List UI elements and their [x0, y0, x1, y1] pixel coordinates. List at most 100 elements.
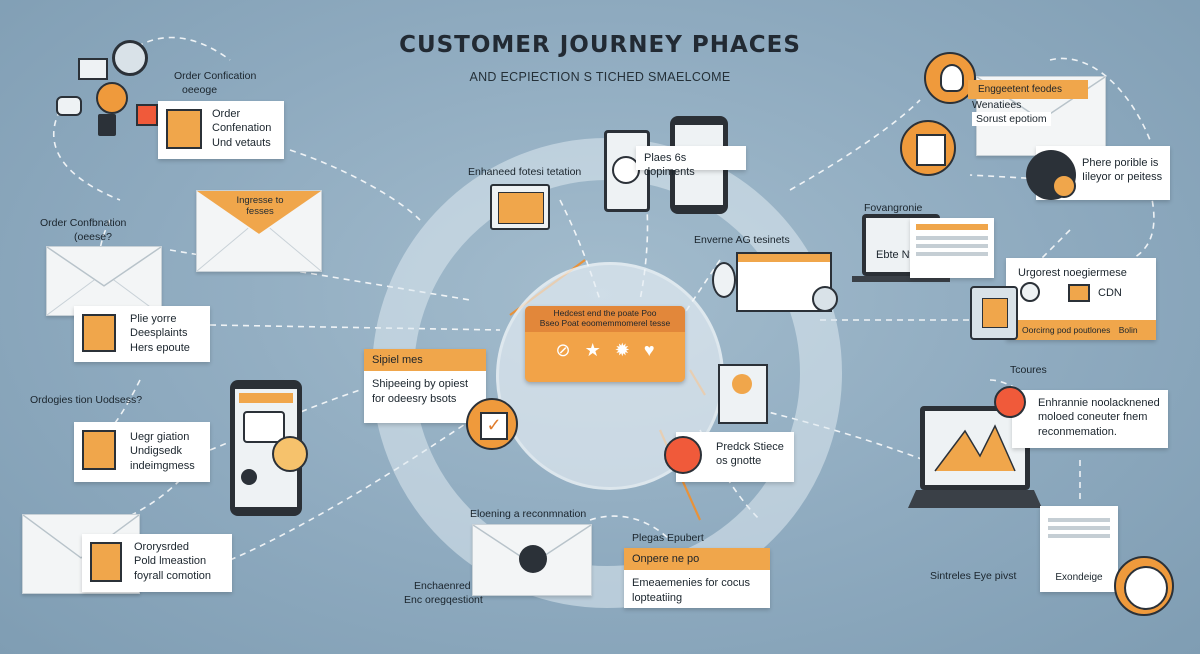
urgorest-card: Urgorest noegiermese CDN Oorcirng pod po… [1006, 258, 1156, 340]
enhanced-rec-line-3: reconmemation. [1038, 425, 1117, 438]
shipping-header: Sipiel mes [364, 349, 486, 372]
hub-icons: ⊘ ★ ✹ ♥ [525, 340, 685, 361]
chart-icon [78, 58, 108, 80]
phere-text: Phere porible is Iileyor or peitess [1082, 156, 1162, 185]
label-enhanced-ad: Enverne AG tesinets [694, 234, 790, 246]
order-confirmation-card: Order Confenation Und vetauts [158, 101, 284, 159]
predck-line-2: os gnotte [716, 455, 762, 468]
onpere-card: Onpere ne po Emeaemenies for cocus lopte… [624, 548, 770, 608]
laptop-bottom-screen [920, 406, 1030, 490]
enhanced-rec-line-1: Enhrannie noolacknened [1038, 397, 1160, 409]
magnifier-icon [112, 40, 148, 76]
document-circle-icon [900, 120, 956, 176]
cart-icon [1068, 284, 1090, 302]
plie-line-1: Plie yorre [130, 313, 177, 325]
ororysded-card: Ororysrded Pold lmeastion foyrall comoti… [82, 534, 232, 592]
chat-bubble-icon [56, 96, 82, 116]
lightbulb-circle-icon [924, 52, 976, 104]
label-endless-engagement-2: Enc oregqestiont [404, 594, 483, 606]
engagement-card: Enggeetent feodes Wenatiees Sorust epoti… [968, 80, 1088, 132]
predck-card: Predck Stiece os gnotte [664, 432, 794, 482]
label-orders-address: Ordogies tion Uodsess? [30, 394, 143, 406]
label-eloening-reco: Eloening a reconmnation [470, 508, 587, 520]
shipping-card: Sipiel mes Shipeeing by opiest for odees… [364, 349, 486, 423]
worker-avatar-icon [90, 542, 122, 582]
check-circle-icon: ⊘ [555, 339, 571, 360]
label-fovangronte: Fovangronie [864, 202, 923, 214]
shipping-line-1: Shipeeing by opiest [372, 378, 469, 391]
document-icon [98, 114, 116, 136]
plie-line-3: Hers epoute [130, 341, 190, 354]
fovangronte-list-card [910, 218, 994, 278]
label-tl-order-sub: oeeoge [182, 84, 218, 96]
upgration-line-3: indeimgmess [130, 459, 195, 472]
ororysded-line-3: foyrall comotion [134, 569, 212, 582]
order-conf-line-2: Confenation [212, 122, 272, 135]
urgorest-footer: Oorcirng pod poutlones Bolin [1006, 320, 1156, 340]
label-order-conf-left-sub: (oeese? [74, 231, 112, 243]
order-conf-line-3: Und vetauts [212, 136, 271, 149]
upgration-card: Uegr giation Undigsedk indeimgmess [74, 422, 210, 482]
predck-text: Predck Stiece os gnotte [716, 440, 784, 469]
urgorest-foot-1: Oorcirng pod poutlones [1022, 325, 1111, 335]
ororysded-text: Ororysrded Pold lmeastion foyrall comoti… [134, 540, 211, 583]
pie-chart-icon [96, 82, 128, 114]
envelope-ingresse: Ingresse to fesses [196, 190, 322, 272]
lightbulb-icon [612, 156, 640, 184]
engagement-header: Enggeetent feodes [968, 80, 1088, 99]
order-conf-text: Order Confenation Und vetauts [212, 107, 271, 150]
engagement-line-1: Wenatiees [972, 99, 1022, 111]
label-sintreles: Sintreles Eye pivst [930, 570, 1017, 582]
urgorest-foot-2: Bolin [1118, 325, 1138, 335]
upgration-line-2: Undigsedk [130, 445, 182, 458]
onpere-header: Onpere ne po [624, 548, 770, 571]
wifi-icon [1020, 282, 1040, 302]
speaker-icon [712, 262, 736, 298]
onpere-body: Emeaemenies for cocus lopteatiing [624, 570, 770, 611]
shopping-basket-icon [82, 430, 116, 470]
chat-icon [272, 436, 308, 472]
shipping-line-2: for odeesry bsots [372, 392, 457, 405]
ingresse-text: Ingresse to fesses [197, 195, 323, 218]
shipping-body: Shipeeing by opiest for odeesry bsots [364, 371, 486, 412]
hub-line-2: Bseo Poat eoomemmomerel tesse [539, 317, 671, 328]
plie-line-2: Deesplaints [130, 327, 188, 340]
ingresse-line-2: fesses [246, 206, 274, 218]
page-title: CUSTOMER JOURNEY PHACES [399, 32, 801, 58]
plaes-card: Plaes 6s dopiments [636, 146, 746, 178]
enhanced-rec-card: Enhrannie noolacknened moloed coneuter f… [1012, 390, 1168, 448]
engagement-body: Wenatiees Sorust epotiom [968, 99, 1088, 127]
ororysded-line-1: Ororysrded [134, 541, 190, 553]
plie-card: Plie yorre Deesplaints Hers epoute [74, 306, 210, 362]
enhanced-rec-line-2: moloed coneuter fnem [1038, 411, 1148, 424]
label-enhanced-touch: Enhaneed fotesi tetation [468, 166, 582, 178]
checkmark-icon: ✓ [466, 398, 518, 450]
plaes-text: Plaes 6s dopiments [644, 152, 695, 179]
ororysded-line-2: Pold lmeastion [134, 555, 207, 568]
music-disc-icon [519, 545, 547, 573]
label-endless-engagement-1: Enchaenred [414, 580, 471, 592]
onpere-line-1: Emeaemenies for cocus [632, 577, 750, 590]
clock-icon [1114, 556, 1174, 616]
urgorest-title: Urgorest noegiermese [1018, 267, 1127, 279]
central-hub-card: Hedcest end the poate Poo Bseo Poat eoom… [525, 306, 685, 382]
phere-line-1: Phere porible is [1082, 157, 1159, 169]
shop-screen-icon [970, 286, 1018, 340]
hub-header: Hedcest end the poate Poo Bseo Poat eoom… [525, 306, 685, 332]
user-avatar-icon [166, 109, 202, 149]
envelope-left [46, 246, 162, 316]
person-document-icon [718, 364, 768, 424]
exondege-text: Exondeige [1055, 572, 1103, 583]
badge-icon: ✹ [614, 339, 630, 360]
urgorest-cdn: CDN [1098, 287, 1122, 299]
ebe-ny-card: Ebte Ny [872, 224, 922, 266]
exondege-card: Exondeige [1040, 506, 1118, 592]
store-icon [664, 436, 702, 474]
hub-line-1: Hedcest end the poate Poo [553, 308, 657, 318]
map-search-icon [82, 314, 116, 352]
phere-line-2: Iileyor or peitess [1082, 171, 1163, 184]
box-icon [136, 104, 158, 126]
music-note-icon [812, 286, 838, 312]
heart-icon: ♥ [643, 339, 655, 360]
